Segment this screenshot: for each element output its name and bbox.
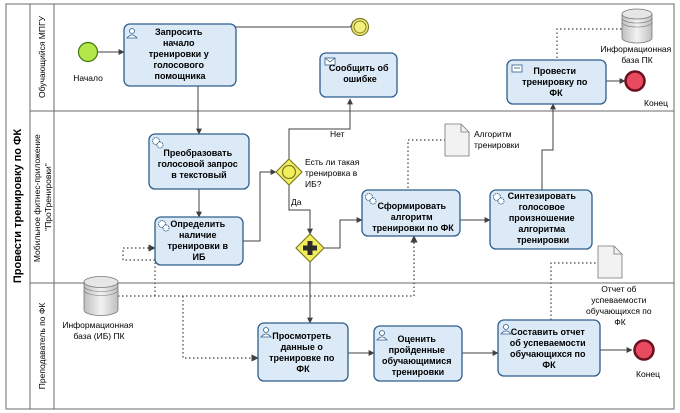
- task-error-text: Сообщить об ошибке: [329, 63, 391, 84]
- task-view: Просмотреть данные о тренировке по ФК: [257, 322, 349, 382]
- parallel-gateway: [295, 233, 325, 263]
- data-object-algorithm-label: Алгоритм тренировки: [474, 129, 519, 150]
- end-event-bottom: Конец: [633, 339, 660, 379]
- end-event-bottom-label: Конец: [636, 369, 660, 379]
- task-request: Запросить начало тренировки у голосового…: [123, 23, 237, 87]
- task-report-text: Составить отчет об успеваемости обучающи…: [510, 327, 588, 370]
- task-determine: Определить наличие тренировки в ИБ: [154, 216, 244, 266]
- gears-icon: [152, 137, 164, 149]
- start-event-label: Начало: [73, 73, 103, 83]
- task-determine-text: Определить наличие тренировки в ИБ: [168, 219, 231, 262]
- task-form-text: Сформировать алгоритм тренировки по ФК: [372, 201, 454, 233]
- lane-label-teacher: Преподаватель по ФК: [37, 303, 47, 390]
- data-store-top-label: Информационная база ПК: [600, 44, 673, 65]
- task-form: Сформировать алгоритм тренировки по ФК: [361, 189, 461, 237]
- gears-icon: [493, 193, 505, 205]
- task-report: Составить отчет об успеваемости обучающи…: [497, 319, 601, 377]
- start-event: Начало: [73, 41, 103, 83]
- pool-title: Провести тренировку по ФК: [12, 129, 24, 284]
- gateway-yes-label: Да: [291, 197, 302, 207]
- end-event-top-label: Конец: [644, 98, 668, 108]
- task-error: Сообщить об ошибке: [319, 52, 398, 98]
- task-convert: Преобразовать голосовой запрос в текстов…: [148, 133, 250, 190]
- gateway-question: Есть ли такая тренировка в ИБ?: [305, 157, 362, 189]
- end-event-top: Конец: [624, 70, 668, 108]
- gears-icon: [158, 220, 170, 232]
- user-icon: [126, 28, 138, 39]
- task-eval: Оценить пройденные обучающимися трениров…: [373, 325, 463, 382]
- data-store-top: Информационная база ПК: [600, 8, 673, 65]
- lane-label-student: Обучающийся МПГУ: [37, 15, 47, 98]
- pool: Провести тренировку по ФК Обучающийся МП…: [5, 3, 675, 410]
- data-object-report: Отчет об успеваемости обучающихся по ФК: [586, 245, 654, 327]
- user-icon: [376, 330, 388, 341]
- data-object-report-label: Отчет об успеваемости обучающихся по ФК: [586, 284, 654, 327]
- user-icon: [511, 64, 523, 73]
- task-view-text: Просмотреть данные о тренировке по ФК: [269, 331, 337, 374]
- intermediate-event: [350, 17, 370, 37]
- user-icon: [500, 324, 512, 335]
- task-eval-text: Оценить пройденные обучающимися трениров…: [382, 334, 454, 377]
- data-store-bottom-label: Информационная база (ИБ) ПК: [62, 320, 135, 341]
- gears-icon: [365, 193, 377, 205]
- task-synth: Синтезировать голосовое произношение алг…: [489, 189, 593, 250]
- exclusive-gateway: Есть ли такая тренировка в ИБ? Нет Да: [275, 129, 362, 207]
- data-store-bottom: Информационная база (ИБ) ПК: [62, 276, 135, 341]
- task-synth-text: Синтезировать голосовое произношение алг…: [508, 191, 579, 245]
- task-request-text: Запросить начало тренировки у голосового…: [149, 27, 211, 81]
- task-train-text: Провести тренировку по ФК: [522, 66, 590, 98]
- lane-label-app: Мобильное фитнес-приложение "ПроТрениров…: [32, 132, 53, 262]
- user-icon: [260, 327, 272, 338]
- task-train: Провести тренировку по ФК: [506, 59, 607, 105]
- data-object-algorithm: Алгоритм тренировки: [444, 123, 519, 157]
- plus-icon: [303, 241, 317, 255]
- task-convert-text: Преобразовать голосовой запрос в текстов…: [158, 148, 241, 180]
- gateway-no-label: Нет: [330, 129, 345, 139]
- envelope-icon: [324, 57, 336, 66]
- data-associations: [110, 28, 622, 362]
